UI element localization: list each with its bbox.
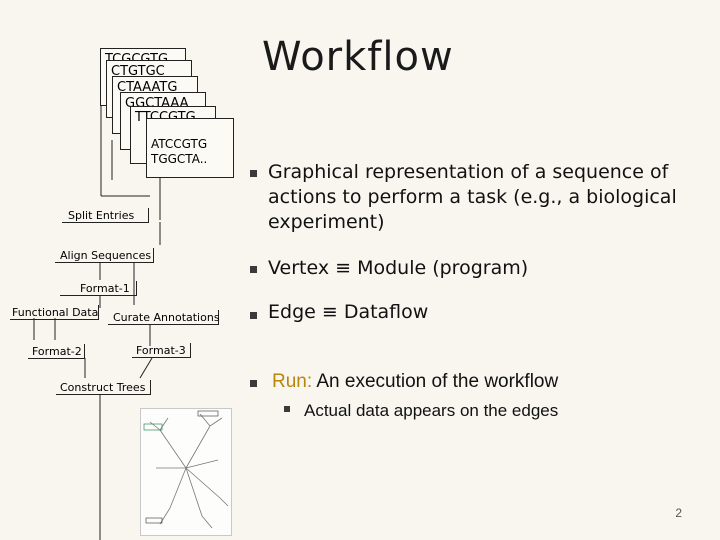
split-entries-node: Split Entries	[68, 209, 135, 222]
bullet-text: An execution of the workflow	[312, 371, 559, 392]
functional-data-box	[10, 305, 99, 320]
format-3-box	[132, 343, 191, 358]
sequence-text: CTAAATG	[117, 80, 178, 95]
workflow-diagram: TCGCGTG CTGTGC CTAAATG GGCTAAA TTCCGTG A…	[0, 0, 240, 540]
bullet-icon	[250, 312, 257, 319]
construct-trees-box	[56, 380, 151, 395]
phylogenetic-tree-image	[140, 408, 232, 536]
align-sequences-box	[55, 248, 154, 263]
split-entries-box	[62, 208, 149, 223]
construct-trees-node: Construct Trees	[60, 381, 146, 394]
run-label: Run:	[272, 371, 313, 392]
page-number: 2	[675, 506, 682, 520]
format-1-node: Format-1	[80, 282, 130, 295]
sequence-text: ATCCGTG TGGCTA..	[151, 137, 208, 166]
bullet-icon	[250, 266, 257, 273]
bullet-text: Graphical representation of a sequence o…	[268, 161, 677, 233]
workflow-connectors	[33, 106, 161, 540]
align-sequences-node: Align Sequences	[60, 249, 152, 262]
sub-bullet-text: Actual data appears on the edges	[304, 401, 559, 420]
functional-data-node: Functional Data	[12, 306, 99, 319]
bullet-text: Vertex ≡ Module (program)	[268, 257, 529, 279]
sequence-text: CTGTGC	[111, 64, 165, 79]
format-1-box	[60, 281, 137, 296]
sequence-card: ATCCGTG TGGCTA..	[146, 118, 234, 178]
run-bullet: Run: An execution of the workflow	[272, 369, 712, 394]
curate-annotations-box	[108, 310, 219, 325]
format-2-box	[28, 344, 85, 359]
curate-annotations-node: Curate Annotations	[113, 311, 220, 324]
slide-title: Workflow	[262, 34, 454, 80]
bullet-text: Edge ≡ Dataflow	[268, 301, 429, 323]
bullet-icon	[250, 170, 257, 177]
sub-bullet-icon	[284, 406, 290, 412]
format-2-node: Format-2	[32, 345, 82, 358]
format-3-node: Format-3	[136, 344, 186, 357]
bullet-icon	[250, 380, 257, 387]
